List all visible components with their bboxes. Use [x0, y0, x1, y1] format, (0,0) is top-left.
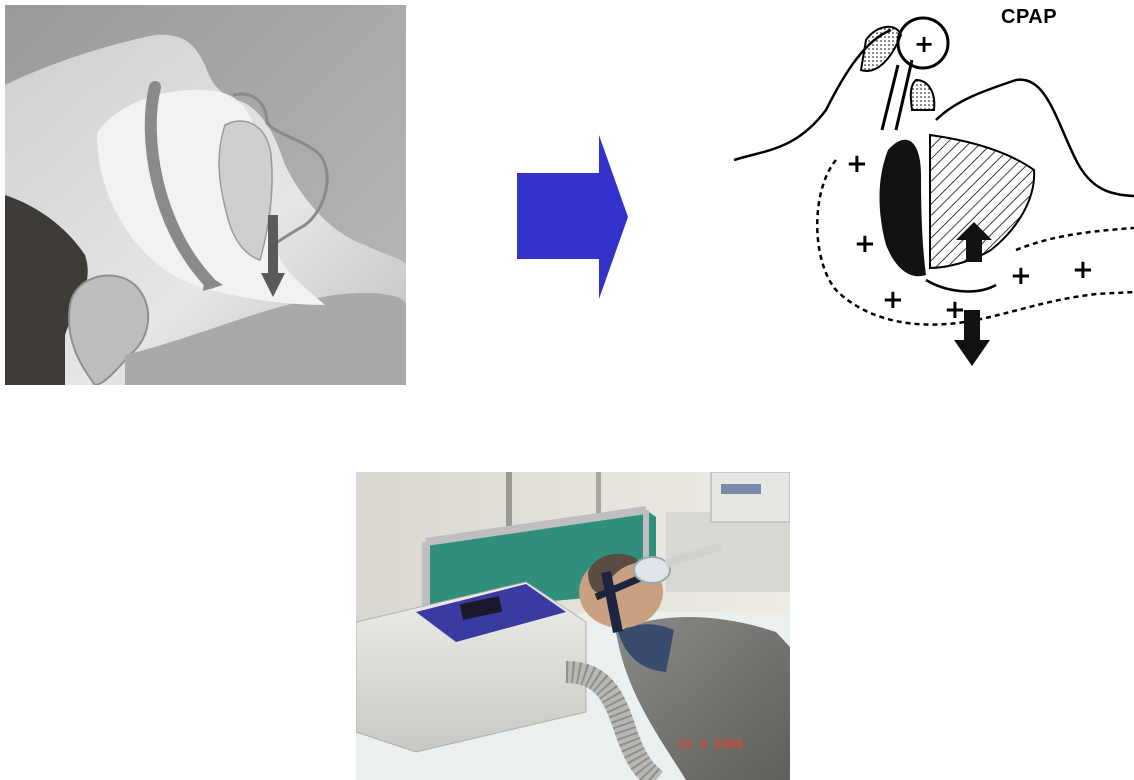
right-arrow-icon	[515, 133, 630, 301]
cpap-pressure-diagram: + + + + + + + +	[716, 0, 1134, 385]
pressure-mark: +	[944, 295, 966, 325]
pressure-mark: +	[846, 149, 868, 179]
svg-text:+: +	[914, 30, 934, 58]
photo-date-stamp: 31 3 2005	[678, 737, 743, 751]
cpap-label: CPAP	[1001, 6, 1057, 29]
pressure-mark: +	[1072, 255, 1094, 285]
airway-obstruction-illustration	[5, 5, 406, 385]
pressure-mark: +	[882, 285, 904, 315]
pressure-mark: +	[854, 229, 876, 259]
patient-with-cpap-device-photo: 31 3 2005	[356, 472, 790, 780]
